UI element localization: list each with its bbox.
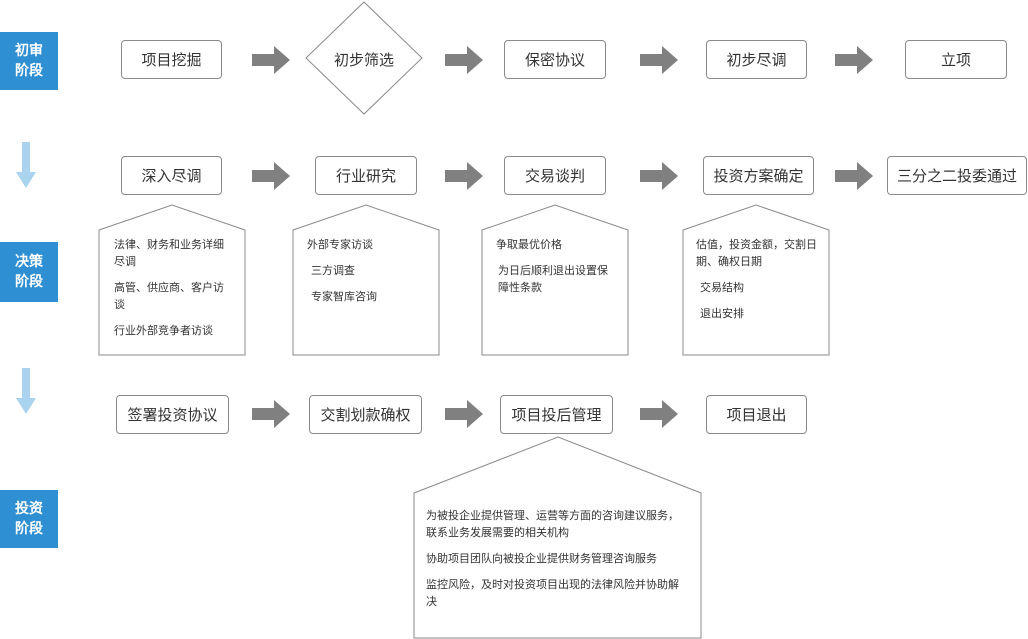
right-arrow-icon (445, 162, 483, 190)
step-project-sourcing: 项目挖掘 (121, 40, 222, 79)
right-arrow-icon (835, 162, 873, 190)
right-arrow-icon (252, 400, 290, 428)
note-post-investment: 为被投企业提供管理、运营等方面的咨询建议服务，联系业务发展需要的相关机构 协助项… (426, 509, 679, 608)
note-shape-4 (682, 204, 830, 356)
step-deep-dd: 深入尽调 (121, 156, 222, 195)
step-negotiation: 交易谈判 (504, 156, 606, 195)
note-shape-1 (98, 204, 246, 356)
right-arrow-icon (835, 46, 873, 74)
step-nda: 保密协议 (504, 40, 606, 79)
right-arrow-icon (252, 46, 290, 74)
note-shape-5 (413, 436, 702, 639)
step-sign-agreement: 签署投资协议 (116, 395, 229, 434)
down-arrow-icon (16, 142, 36, 188)
right-arrow-icon (445, 400, 483, 428)
step-initial-dd: 初步尽调 (706, 40, 807, 79)
stage-label-decision: 决策 阶段 (0, 242, 58, 302)
decision-diamond (305, 1, 423, 115)
note-negotiation: 争取最优价格 为日后顺利退出设置保障性条款 (496, 238, 608, 294)
step-industry-research: 行业研究 (315, 156, 417, 195)
note-plan-confirmation: 估值，投资金额，交割日期、确权日期 交易结构 退出安排 (696, 238, 817, 320)
right-arrow-icon (640, 400, 678, 428)
right-arrow-icon (640, 162, 678, 190)
note-industry-research: 外部专家访谈 三方调查 专家智库咨询 (307, 238, 377, 303)
right-arrow-icon (640, 46, 678, 74)
down-arrow-icon (16, 368, 36, 414)
step-project-approval: 立项 (905, 40, 1007, 79)
step-settlement: 交割划款确权 (309, 395, 422, 434)
step-post-investment: 项目投后管理 (500, 395, 613, 434)
step-initial-screening: 初步筛选 (333, 51, 394, 69)
note-shape-3 (481, 204, 629, 356)
step-plan-confirmation: 投资方案确定 (703, 156, 814, 195)
note-shape-2 (292, 204, 440, 356)
step-exit: 项目退出 (706, 395, 807, 434)
stage-label-review: 初审 阶段 (0, 32, 58, 90)
right-arrow-icon (445, 46, 483, 74)
stage-label-investment: 投资 阶段 (0, 490, 58, 548)
note-deep-dd: 法律、财务和业务详细尽调 高管、供应商、客户访谈 行业外部竞争者访谈 (114, 238, 224, 337)
right-arrow-icon (252, 162, 290, 190)
step-committee-approval: 三分之二投委通过 (887, 156, 1027, 195)
